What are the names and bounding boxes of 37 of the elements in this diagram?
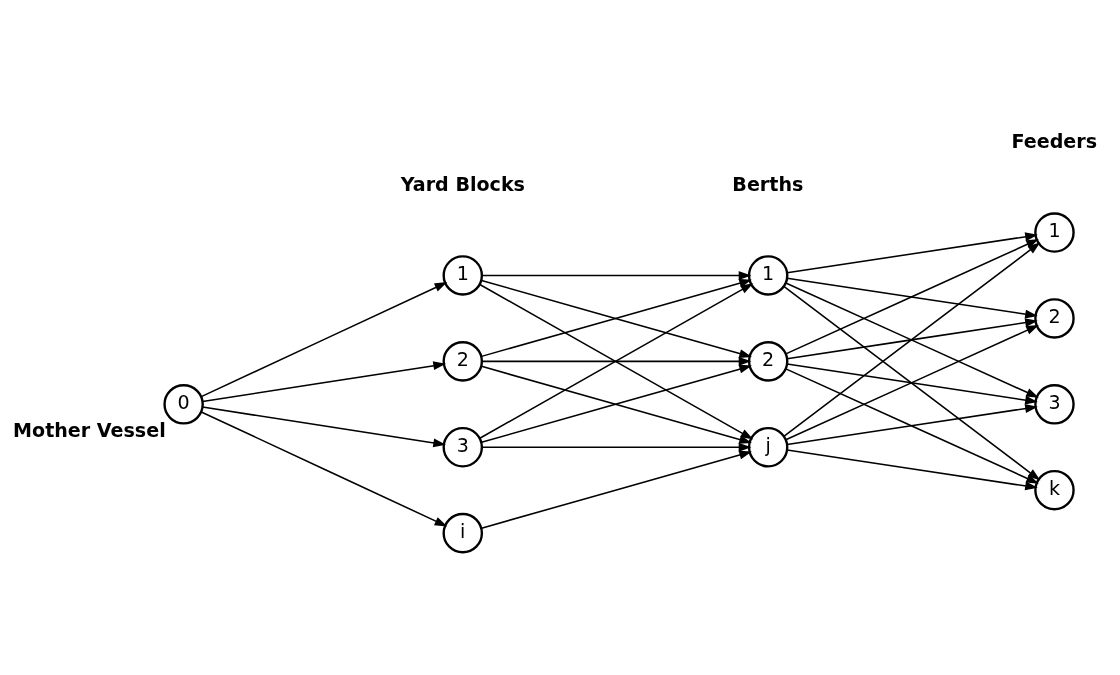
- node-circle: j: [747, 426, 789, 468]
- node-circle: 3: [442, 426, 484, 468]
- node-circle: 1: [1034, 212, 1075, 253]
- arrow: [786, 232, 1038, 274]
- node-circle: 2: [1034, 298, 1075, 339]
- arrow: [201, 361, 446, 403]
- arrow: [200, 411, 448, 527]
- node-circle: 2: [747, 341, 789, 382]
- node-circle: 3: [1034, 384, 1075, 425]
- node-circle: 2: [442, 341, 484, 382]
- node-label: Mother Vessel: [13, 419, 166, 442]
- label: Yard Blocks: [400, 172, 525, 195]
- arrow: [783, 285, 1041, 481]
- arrow: [480, 450, 752, 529]
- label: Feeders: [1011, 129, 1098, 152]
- arrow: [481, 271, 752, 280]
- node-circle: k: [1034, 469, 1075, 511]
- arrow: [786, 318, 1038, 360]
- arrow: [785, 368, 1039, 484]
- arrow: [786, 363, 1038, 405]
- arrow: [785, 324, 1039, 441]
- node-circle: i: [442, 512, 484, 554]
- arrow: [786, 404, 1038, 446]
- arrow: [786, 277, 1038, 319]
- arrow: [200, 282, 448, 398]
- arrow: [201, 406, 446, 448]
- arrow: [481, 356, 752, 366]
- arrow: [785, 282, 1039, 398]
- node-circle: 1: [747, 255, 789, 296]
- arrow: [783, 242, 1041, 438]
- node-circle: 1: [442, 255, 484, 296]
- arrow: [479, 283, 754, 440]
- label: Berths: [732, 172, 804, 195]
- node-circle: 0: [163, 384, 204, 425]
- arrow: [785, 239, 1039, 355]
- arrow: [786, 449, 1038, 491]
- arrow: [481, 442, 752, 452]
